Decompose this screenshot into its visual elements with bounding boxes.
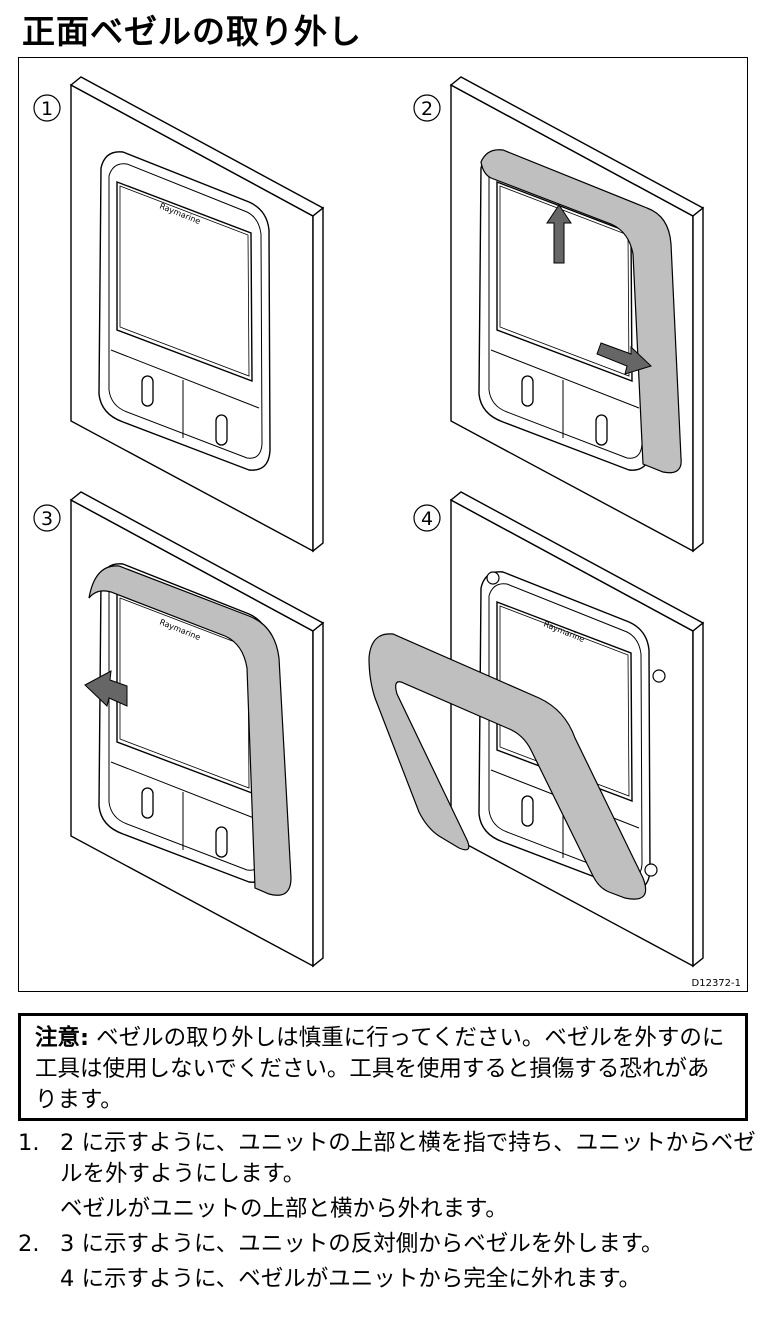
panel-number-4: 4 [421,508,433,530]
step-number: 2. [18,1231,40,1257]
figure-panel-2: 2 [413,76,704,552]
note-label: 注意: [35,1025,89,1051]
panel-number-3: 3 [41,508,53,530]
step-2: 2. 3 に示すように、ユニットの反対側からベゼルを外します。 4 に示すように… [18,1229,758,1295]
note-text: ベゼルの取り外しは慎重に行ってください。ベゼルを外すのに工具は使用しないでくださ… [35,1025,725,1113]
panel-number-2: 2 [421,98,433,120]
step-1: 1. 2 に示すように、ユニットの上部と横を指で持ち、ユニットからベゼルを外すよ… [18,1128,758,1225]
step-number: 1. [18,1130,40,1156]
panel-number-1: 1 [41,98,53,120]
figure-code: D12372-1 [692,978,741,989]
step-result: 4 に示すように、ベゼルがユニットから完全に外れます。 [60,1266,642,1292]
step-result: ベゼルがユニットの上部と横から外れます。 [60,1196,508,1222]
step-instruction: 2 に示すように、ユニットの上部と横を指で持ち、ユニットからベゼルを外すようにし… [60,1130,756,1187]
procedure-steps: 1. 2 に示すように、ユニットの上部と横を指で持ち、ユニットからベゼルを外すよ… [18,1128,758,1299]
figure-panel-4: Raymarine 4 [368,491,704,967]
step-instruction: 3 に示すように、ユニットの反対側からベゼルを外します。 [60,1231,664,1257]
figure-illustration: Raymarine 1 2 Raymarine 3 [33,76,741,989]
figure-panel-3: Raymarine 3 [33,491,324,967]
page-title: 正面ベゼルの取り外し [22,12,362,51]
bezel-removal-figure: Raymarine 1 2 Raymarine 3 [18,57,748,992]
caution-note: 注意: ベゼルの取り外しは慎重に行ってください。ベゼルを外すのに工具は使用しない… [18,1013,748,1121]
figure-panel-1: Raymarine 1 [33,76,324,552]
